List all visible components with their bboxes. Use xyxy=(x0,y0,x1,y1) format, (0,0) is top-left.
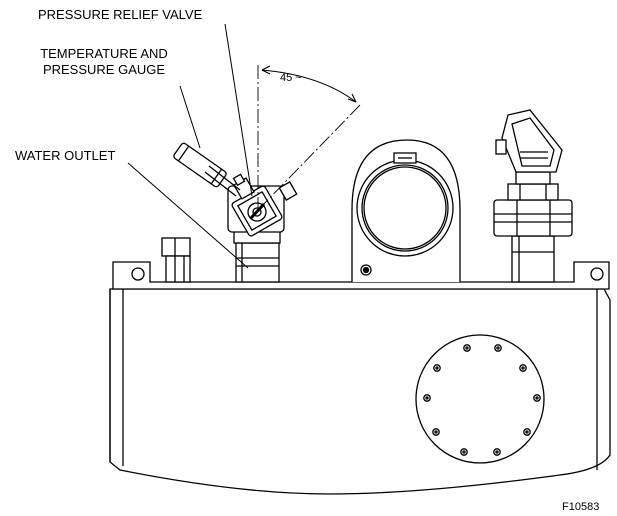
gauge-label-line2: PRESSURE GAUGE xyxy=(42,62,166,77)
right-fitting xyxy=(493,109,573,283)
temperature-pressure-gauge-label: TEMPERATURE AND PRESSURE GAUGE xyxy=(0,46,208,78)
water-outlet-label: WATER OUTLET xyxy=(15,148,116,163)
angle-reference xyxy=(257,65,361,211)
leader-lines xyxy=(127,23,253,269)
electrical-box xyxy=(161,237,191,283)
leader-pressure-relief-valve xyxy=(224,23,253,197)
relief-valve-assembly xyxy=(227,173,298,244)
pressure-relief-valve-label: PRESSURE RELIEF VALVE xyxy=(38,7,203,22)
center-housing xyxy=(351,139,461,282)
leader-gauge xyxy=(179,85,201,149)
access-cover xyxy=(415,334,545,464)
leader-water-outlet xyxy=(127,162,249,269)
gauge-label-line1: TEMPERATURE AND xyxy=(40,46,168,61)
cover-bolts xyxy=(423,344,541,456)
figure-id-label: F10583 xyxy=(562,501,600,513)
angle-label: 45 ~ xyxy=(280,72,302,84)
temperature-pressure-gauge xyxy=(173,142,241,197)
